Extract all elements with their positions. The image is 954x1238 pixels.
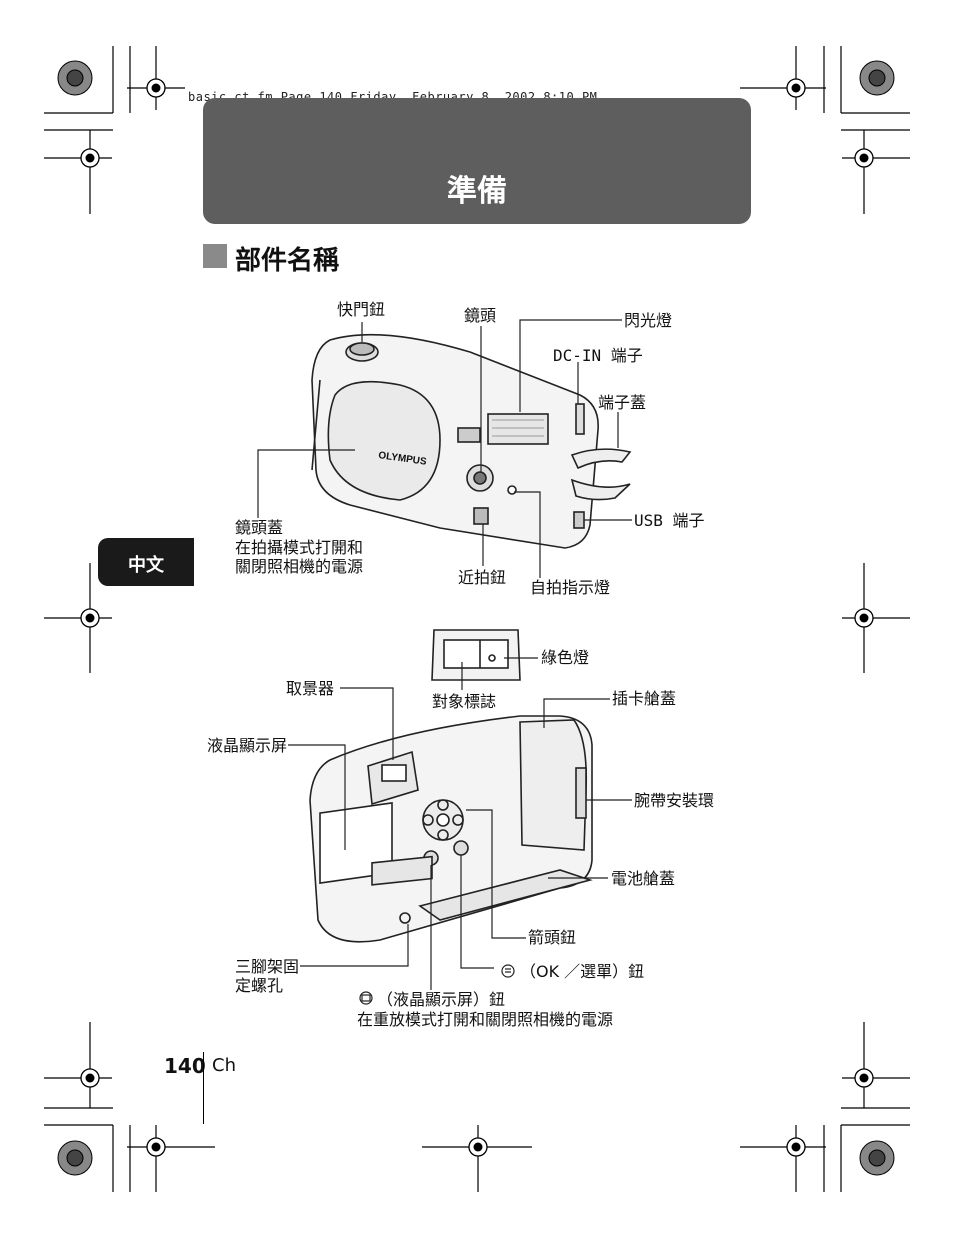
label-tripod-2: 定螺孔 <box>235 976 284 995</box>
title-banner <box>203 98 751 224</box>
section-marker <box>203 244 227 268</box>
language-tab <box>98 538 194 586</box>
label-shutter-button: 快門鈕 <box>337 300 386 319</box>
label-lens-barrier-desc-1: 在拍攝模式打開和 <box>235 538 364 557</box>
page-number: 140 <box>164 1054 206 1078</box>
section-title: 部件名稱 <box>235 246 340 276</box>
label-closeup-button: 近拍鈕 <box>458 568 507 587</box>
label-dc-in: DC-IN 端子 <box>553 346 643 365</box>
label-tripod-1: 三腳架固 <box>235 957 300 976</box>
label-target-mark: 對象標誌 <box>432 692 497 711</box>
label-ok-button: （OK ／選單）鈕 <box>520 962 645 981</box>
label-usb: USB 端子 <box>634 511 705 530</box>
label-card-cover: 插卡艙蓋 <box>612 689 677 708</box>
label-viewfinder: 取景器 <box>286 679 335 698</box>
label-monitor-desc: 在重放模式打開和關閉照相機的電源 <box>357 1010 614 1029</box>
label-strap-eyelet: 腕帶安裝環 <box>634 791 715 810</box>
label-battery-cover: 電池艙蓋 <box>611 869 676 888</box>
page-language: Ch <box>212 1055 236 1076</box>
label-flash: 閃光燈 <box>624 311 673 330</box>
footer-divider <box>203 1052 204 1124</box>
language-tab-label: 中文 <box>128 555 164 576</box>
label-lens-barrier: 鏡頭蓋 <box>235 518 284 537</box>
label-monitor-button: （液晶顯示屏）鈕 <box>377 990 506 1009</box>
label-lcd: 液晶顯示屏 <box>207 736 288 755</box>
label-arrow-pad: 箭頭鈕 <box>528 928 577 947</box>
label-self-timer-lamp: 自拍指示燈 <box>530 578 611 597</box>
label-connector-cover: 端子蓋 <box>598 393 647 412</box>
label-green-lamp: 綠色燈 <box>541 648 590 667</box>
label-lens: 鏡頭 <box>464 306 497 325</box>
page-title: 準備 <box>447 174 507 209</box>
label-lens-barrier-desc-2: 關閉照相機的電源 <box>235 557 364 576</box>
